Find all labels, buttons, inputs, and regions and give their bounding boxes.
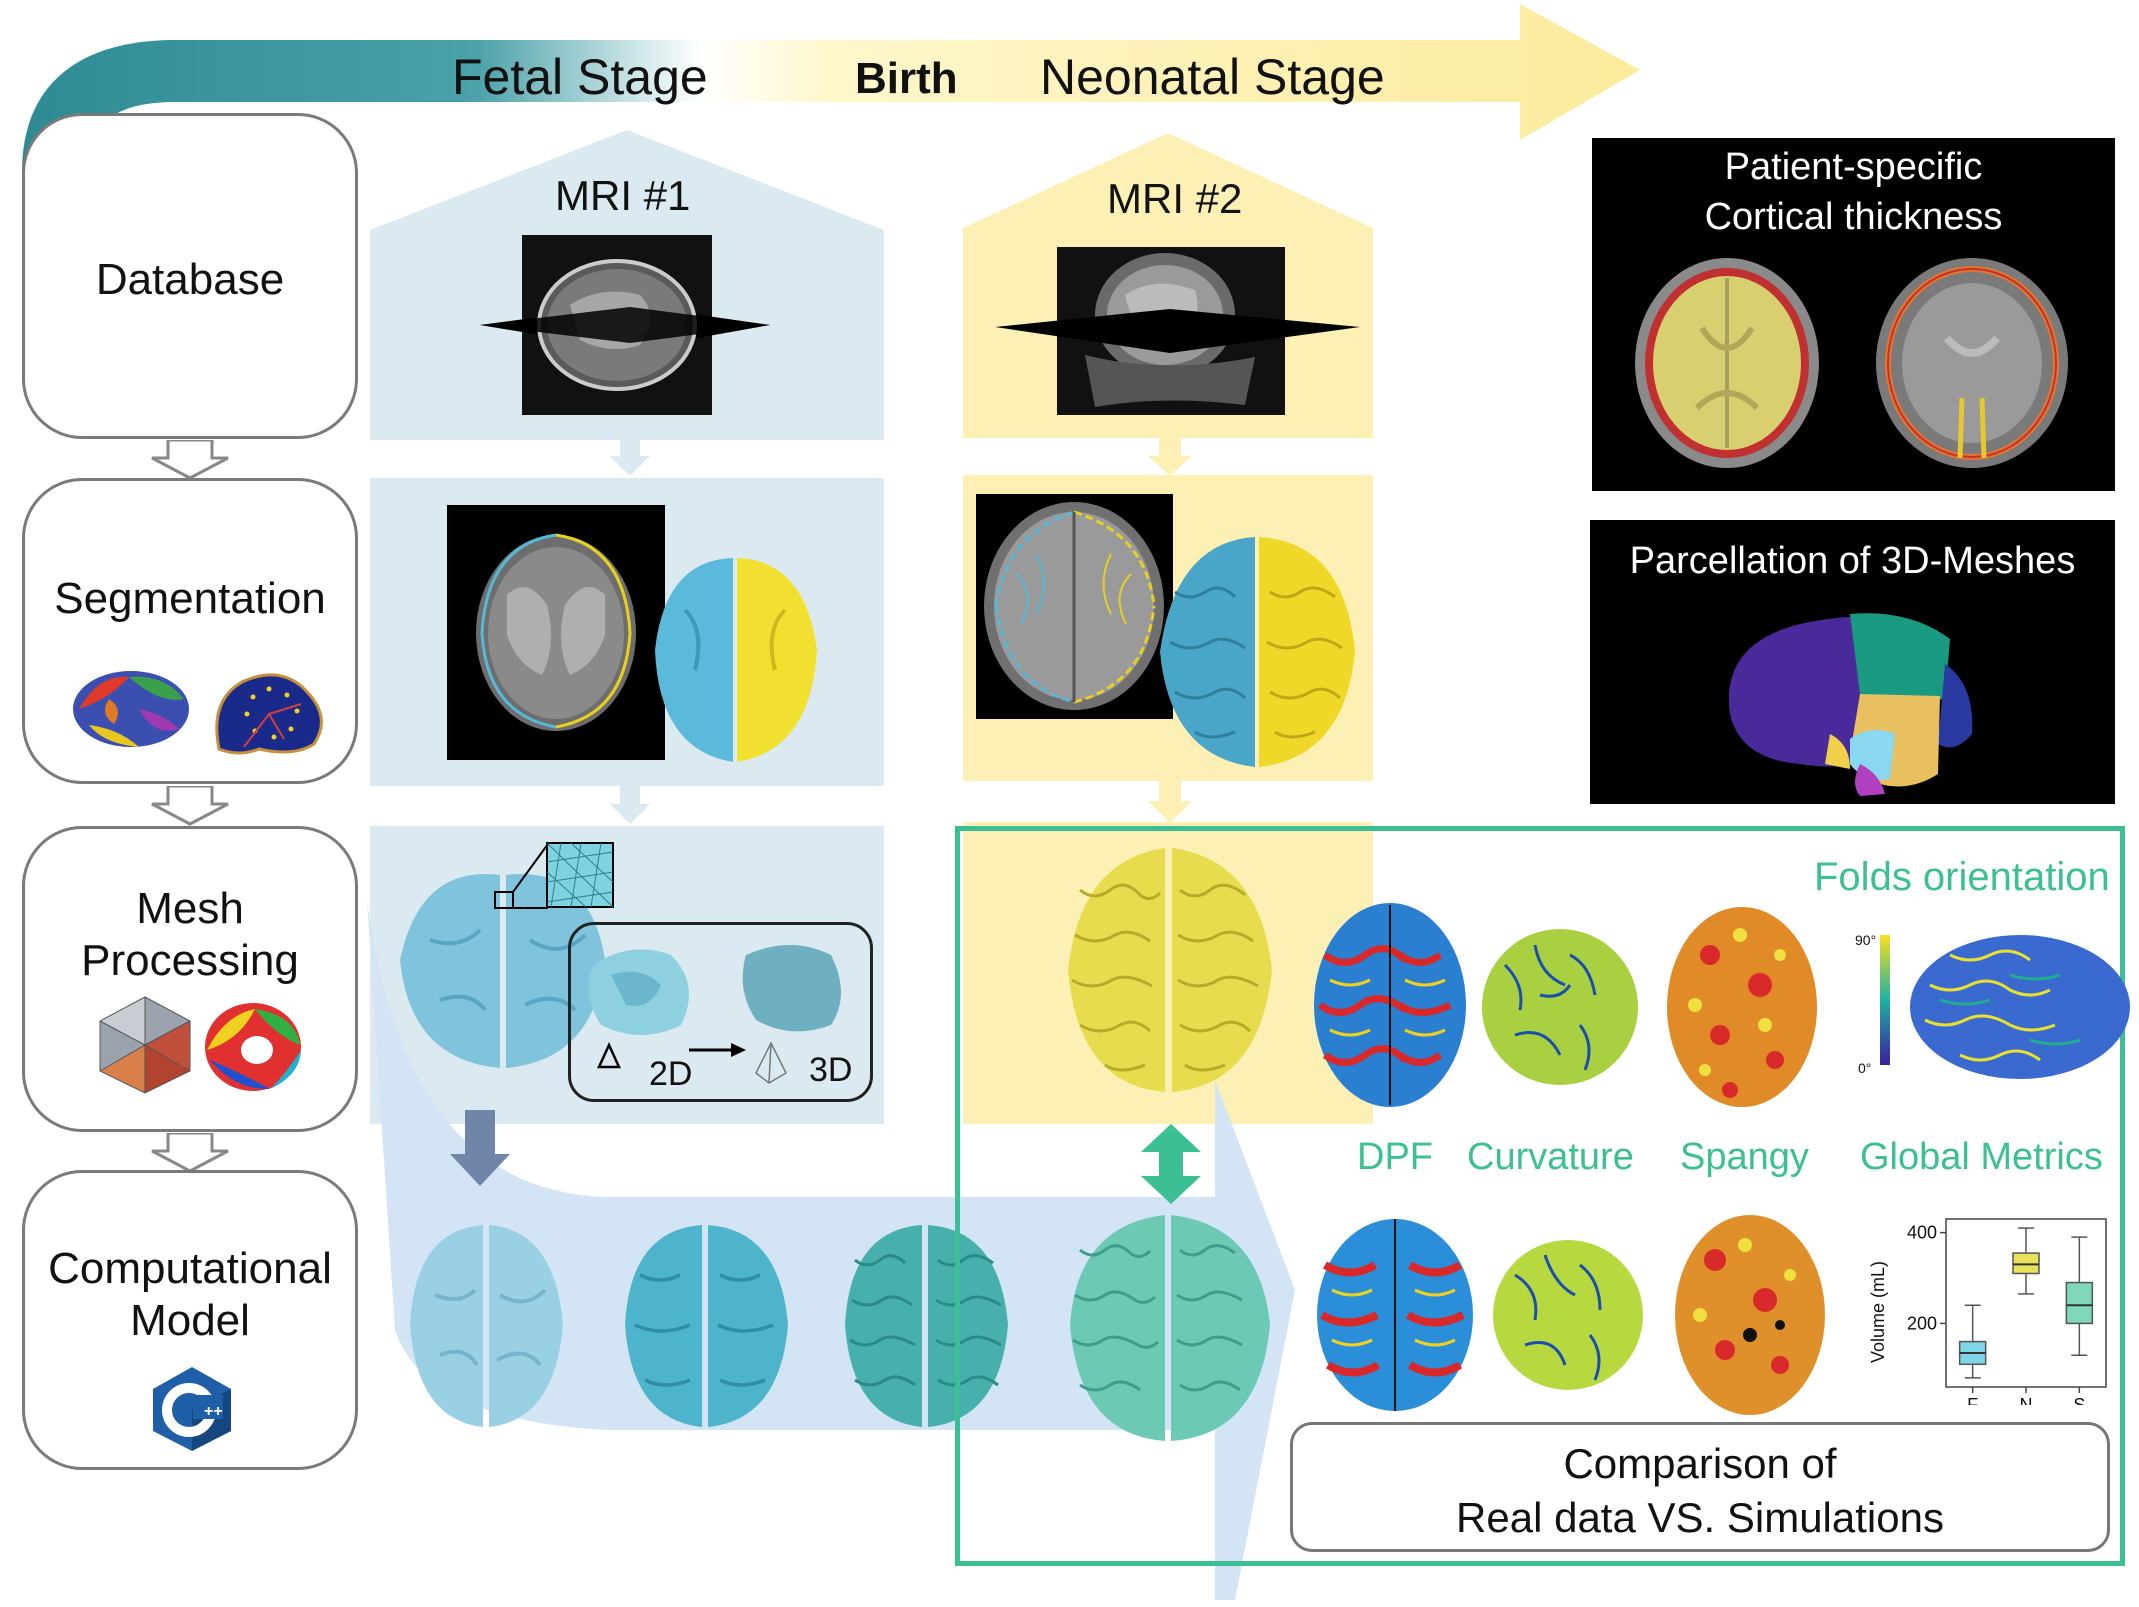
mri2-orthogonal-slices xyxy=(995,247,1360,415)
boxplot-ytick-label: 400 xyxy=(1907,1223,1937,1243)
parcellation-title: Parcellation of 3D-Meshes xyxy=(1629,540,2076,582)
step-database-label: Database xyxy=(95,255,285,304)
boxplot-xtick-label: N xyxy=(2020,1395,2033,1405)
segmentation-icons xyxy=(73,671,323,755)
simulation-metrics-row xyxy=(1317,1215,1825,1415)
simulation-sequence-arrow xyxy=(367,900,1295,1600)
fetal-segmentation-mri xyxy=(447,505,665,760)
real-vs-sim-double-arrow-icon xyxy=(1141,1124,1201,1204)
polyhedron-icon xyxy=(99,996,191,1094)
down-arrow-icon xyxy=(1148,438,1192,476)
cortical-thickness-panel: Patient-specific Cortical thickness xyxy=(1592,138,2115,491)
mri2-label: MRI #2 xyxy=(1107,175,1243,222)
colorbar-bottom-label: 0° xyxy=(1858,1060,1872,1076)
mesh-3d-label: 3D xyxy=(809,1051,853,1089)
spangy-label: Spangy xyxy=(1680,1136,1809,1178)
dpf-label: DPF xyxy=(1357,1136,1433,1178)
down-arrow-icon xyxy=(151,1133,229,1173)
mesh-2d-label: 2D xyxy=(649,1055,693,1093)
boxplot-box-N xyxy=(2012,1252,2040,1275)
mri1-orthogonal-slices xyxy=(480,235,770,415)
dpf-real-brain xyxy=(1314,903,1466,1107)
neonatal-mesh-brain xyxy=(1068,848,1272,1092)
simulated-brain-sequence xyxy=(410,1215,1270,1441)
neonatal-stage-label: Neonatal Stage xyxy=(1040,49,1385,105)
real-metrics-row xyxy=(1314,903,2130,1107)
thickness-axial-slice-2 xyxy=(1876,258,2068,468)
boxplot-xtick-label: S xyxy=(2073,1395,2085,1405)
comparison-text: Comparison of Real data VS. Simulations xyxy=(1456,1440,1944,1541)
comparison-box: Comparison of Real data VS. Simulations xyxy=(1290,1422,2110,1552)
parcellated-brain-3d xyxy=(1728,613,1973,796)
spangy-real-brain xyxy=(1667,907,1817,1107)
atlas-brain-icon xyxy=(215,673,323,755)
curvature-sim-sphere xyxy=(1493,1240,1643,1390)
sim-brain-4 xyxy=(1070,1215,1270,1441)
spangy-sim-brain xyxy=(1675,1215,1825,1415)
boxplot-xtick-label: F xyxy=(1967,1395,1978,1405)
folds-orientation-brain xyxy=(1910,935,2130,1079)
thickness-axial-slice-1 xyxy=(1635,258,1819,468)
colorbar-top-label: 90° xyxy=(1855,932,1877,948)
neonatal-hemispheres-3d xyxy=(1160,537,1355,767)
curvature-real-sphere xyxy=(1482,929,1638,1085)
step-mesh-processing-label: Mesh Processing xyxy=(81,884,299,985)
sim-brain-2 xyxy=(625,1225,788,1427)
fetal-hemispheres-3d xyxy=(655,558,817,762)
fetal-stage-label: Fetal Stage xyxy=(452,49,708,105)
down-arrow-icon xyxy=(1148,781,1192,823)
fetal-to-model-arrow-icon xyxy=(450,1110,510,1186)
folds-orientation-label: Folds orientation xyxy=(1814,855,2110,899)
down-arrow-icon xyxy=(151,440,229,480)
fetal-mesh-brain xyxy=(400,843,605,1068)
cpp-logo-icon: ++ xyxy=(153,1367,231,1451)
step-computational-model-label: Computational Model xyxy=(48,1244,332,1345)
neonatal-segmentation-mri xyxy=(976,494,1173,719)
mesh-processing-icons xyxy=(99,996,301,1094)
surface-colormap-icon xyxy=(205,1003,301,1091)
step-computational-model: Computational Model ++ xyxy=(22,1170,358,1470)
mesh-2d-to-3d-inset: 2D 3D xyxy=(568,922,873,1102)
parcellated-brain-icon xyxy=(73,671,189,747)
global-metrics-label: Global Metrics xyxy=(1860,1136,2103,1178)
real-vs-simulation-frame xyxy=(955,826,2125,1566)
step-segmentation-label: Segmentation xyxy=(54,574,326,623)
boxplot-ytick-label: 200 xyxy=(1907,1313,1937,1333)
dpf-sim-brain xyxy=(1317,1219,1473,1411)
cortical-thickness-images xyxy=(1635,258,2068,468)
sim-brain-1 xyxy=(410,1225,563,1427)
timeline-arrow xyxy=(22,4,1640,170)
down-arrow-icon xyxy=(610,438,650,476)
mesh-neonatal-panel xyxy=(963,822,1373,1124)
curvature-label: Curvature xyxy=(1467,1136,1634,1178)
boxplot-box-S xyxy=(2065,1281,2094,1325)
svg-text:++: ++ xyxy=(204,1403,223,1420)
folds-orientation-colorbar xyxy=(1880,935,1890,1065)
down-arrow-icon xyxy=(151,786,229,826)
parcellation-panel: Parcellation of 3D-Meshes xyxy=(1590,520,2115,804)
mri1-label: MRI #1 xyxy=(555,172,691,219)
step-database: Database xyxy=(22,113,358,439)
mesh-zoom-inset xyxy=(546,842,614,908)
down-arrow-icon xyxy=(610,786,650,824)
cortical-thickness-title: Patient-specific Cortical thickness xyxy=(1704,146,2003,238)
boxplot-ylabel: Volume (mL) xyxy=(1868,1261,1888,1363)
birth-label: Birth xyxy=(855,54,958,103)
step-segmentation: Segmentation xyxy=(22,478,358,784)
step-mesh-processing: Mesh Processing xyxy=(22,826,358,1132)
sim-brain-3 xyxy=(845,1225,1008,1427)
